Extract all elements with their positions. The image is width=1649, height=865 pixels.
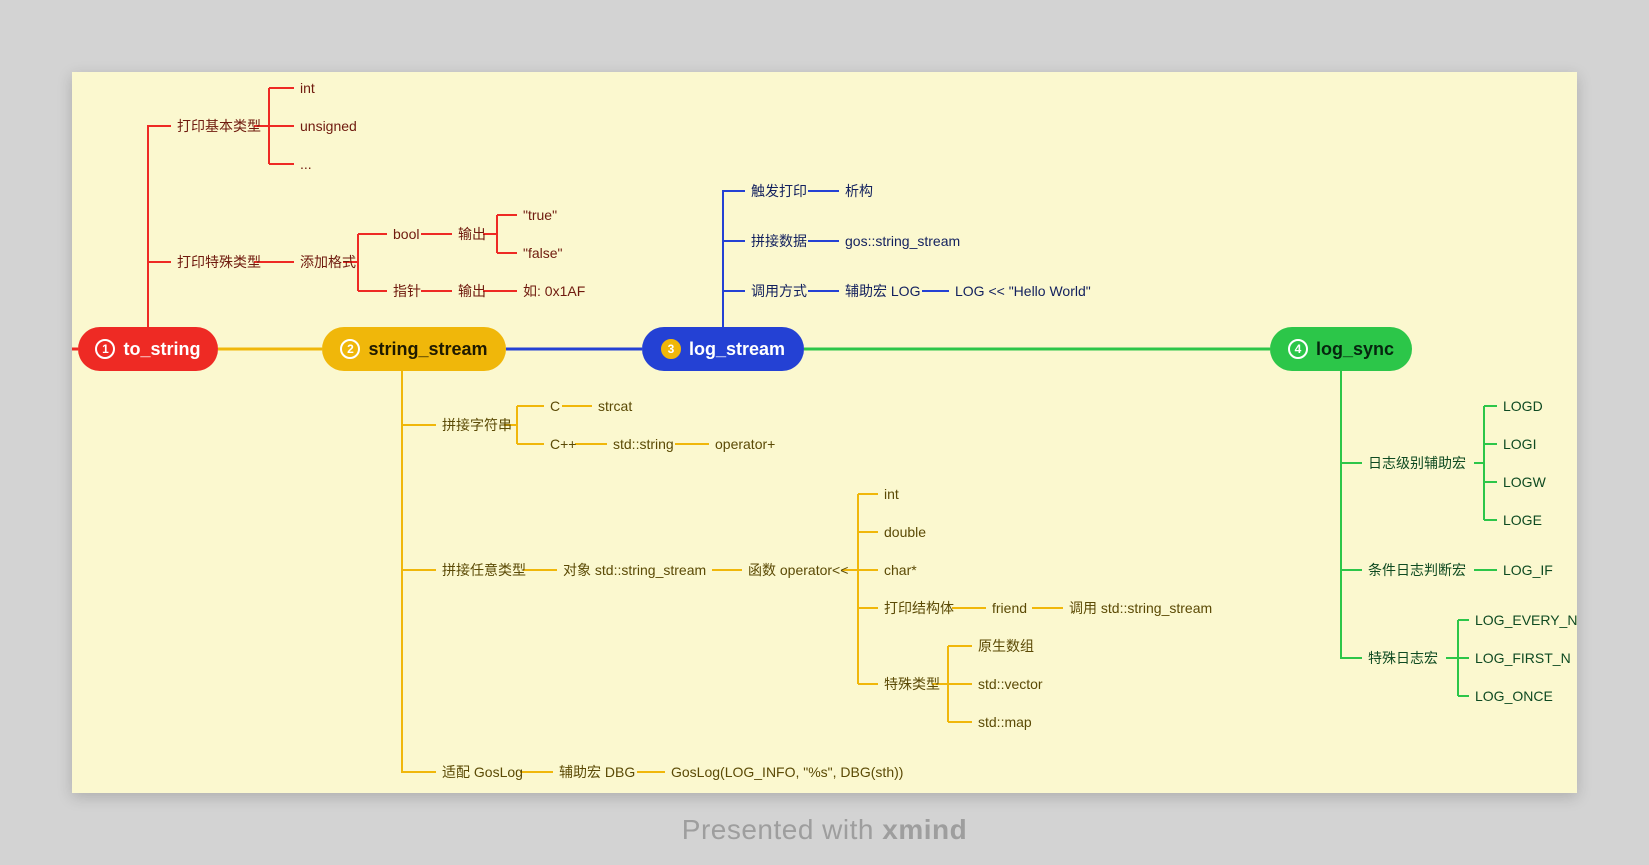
node-int[interactable]: int	[300, 80, 315, 96]
node-dbg-macro[interactable]: 辅助宏 DBG	[559, 764, 636, 780]
node-concat-string[interactable]: 拼接字符串	[442, 417, 512, 433]
node-call-style[interactable]: 调用方式	[751, 283, 807, 299]
node-concat-any-type[interactable]: 拼接任意类型	[442, 562, 526, 578]
node-gos-string-stream[interactable]: gos::string_stream	[845, 233, 961, 249]
node-unsigned[interactable]: unsigned	[300, 118, 357, 134]
node-log-level-macros[interactable]: 日志级别辅助宏	[1368, 455, 1466, 471]
topic-label: log_sync	[1315, 338, 1395, 359]
node-special-type[interactable]: 特殊类型	[884, 676, 940, 692]
node-double[interactable]: double	[884, 524, 927, 540]
node-operator-plus[interactable]: operator+	[715, 436, 776, 452]
node-std-vector[interactable]: std::vector	[978, 676, 1043, 692]
node-pointer[interactable]: 指针	[393, 283, 421, 299]
node-add-format[interactable]: 添加格式	[300, 254, 356, 270]
node-concat-data[interactable]: 拼接数据	[751, 233, 807, 249]
node-log-macro[interactable]: 辅助宏 LOG	[845, 283, 921, 299]
topic-to-string[interactable]: 1 to_string	[78, 327, 218, 371]
node-special-log-macros[interactable]: 特殊日志宏	[1368, 650, 1438, 666]
node-log-first-n[interactable]: LOG_FIRST_N	[1475, 650, 1571, 666]
mindmap-canvas[interactable]: 1 to_string 2 string_stream 3 log_stream…	[72, 72, 1577, 793]
node-bool[interactable]: bool	[393, 226, 420, 242]
topic-number-badge: 1	[95, 339, 116, 359]
node-output-bool[interactable]: 输出	[458, 226, 486, 242]
node-int[interactable]: int	[884, 486, 899, 502]
node-object-string-stream[interactable]: 对象 std::string_stream	[563, 562, 707, 578]
node-logd[interactable]: LOGD	[1503, 398, 1543, 414]
node-true[interactable]: "true"	[523, 207, 558, 223]
node-std-string[interactable]: std::string	[613, 436, 674, 452]
topic-log-sync[interactable]: 4 log_sync	[1270, 327, 1412, 371]
topic-label: log_stream	[688, 338, 786, 359]
node-friend[interactable]: friend	[992, 600, 1028, 616]
node-c[interactable]: C	[550, 398, 561, 414]
node-conditional-log-macro[interactable]: 条件日志判断宏	[1368, 562, 1466, 578]
node-pointer-example[interactable]: 如: 0x1AF	[523, 283, 586, 299]
topic-number-badge: 2	[340, 339, 361, 359]
presented-with-xmind-footer: Presented with xmind	[0, 814, 1649, 846]
footer-prefix: Presented with	[681, 814, 874, 845]
node-strcat[interactable]: strcat	[598, 398, 633, 414]
node-cpp[interactable]: C++	[550, 436, 577, 452]
node-goslog-call[interactable]: GosLog(LOG_INFO, "%s", DBG(sth))	[671, 764, 904, 780]
connector-lines	[72, 87, 1497, 773]
node-log-if[interactable]: LOG_IF	[1503, 562, 1553, 578]
topic-string-stream[interactable]: 2 string_stream	[322, 327, 506, 371]
node-function-operator-shift[interactable]: 函数 operator<<	[748, 562, 849, 578]
node-logw[interactable]: LOGW	[1503, 474, 1546, 490]
node-call-string-stream[interactable]: 调用 std::string_stream	[1069, 600, 1213, 616]
node-trigger-print[interactable]: 触发打印	[751, 183, 807, 199]
topic-log-stream[interactable]: 3 log_stream	[642, 327, 804, 371]
node-adapt-goslog[interactable]: 适配 GosLog	[442, 764, 523, 780]
connector-line	[722, 190, 745, 327]
node-print-special-type[interactable]: 打印特殊类型	[177, 254, 261, 270]
node-print-basic-type[interactable]: 打印基本类型	[177, 118, 261, 134]
node-hello-world[interactable]: LOG << "Hello World"	[955, 283, 1091, 299]
connector-line	[401, 371, 436, 773]
topic-label: string_stream	[368, 338, 488, 359]
topic-label: to_string	[123, 338, 201, 359]
node-etc[interactable]: ...	[300, 156, 312, 172]
node-false[interactable]: "false"	[523, 245, 563, 261]
node-logi[interactable]: LOGI	[1503, 436, 1537, 452]
node-loge[interactable]: LOGE	[1503, 512, 1542, 528]
node-char-pointer[interactable]: char*	[884, 562, 917, 578]
node-log-every-n[interactable]: LOG_EVERY_N	[1475, 612, 1578, 628]
node-output-pointer[interactable]: 输出	[458, 283, 486, 299]
node-destructor[interactable]: 析构	[845, 183, 873, 199]
topic-number-badge: 4	[1287, 339, 1308, 359]
node-log-once[interactable]: LOG_ONCE	[1475, 688, 1553, 704]
node-print-struct[interactable]: 打印结构体	[884, 600, 954, 616]
node-raw-array[interactable]: 原生数组	[978, 638, 1034, 654]
node-std-map[interactable]: std::map	[978, 714, 1032, 730]
topic-number-badge: 3	[660, 339, 681, 359]
connector-line	[1340, 371, 1362, 659]
xmind-logo-text: xmind	[882, 814, 968, 845]
connector-line	[147, 125, 171, 327]
